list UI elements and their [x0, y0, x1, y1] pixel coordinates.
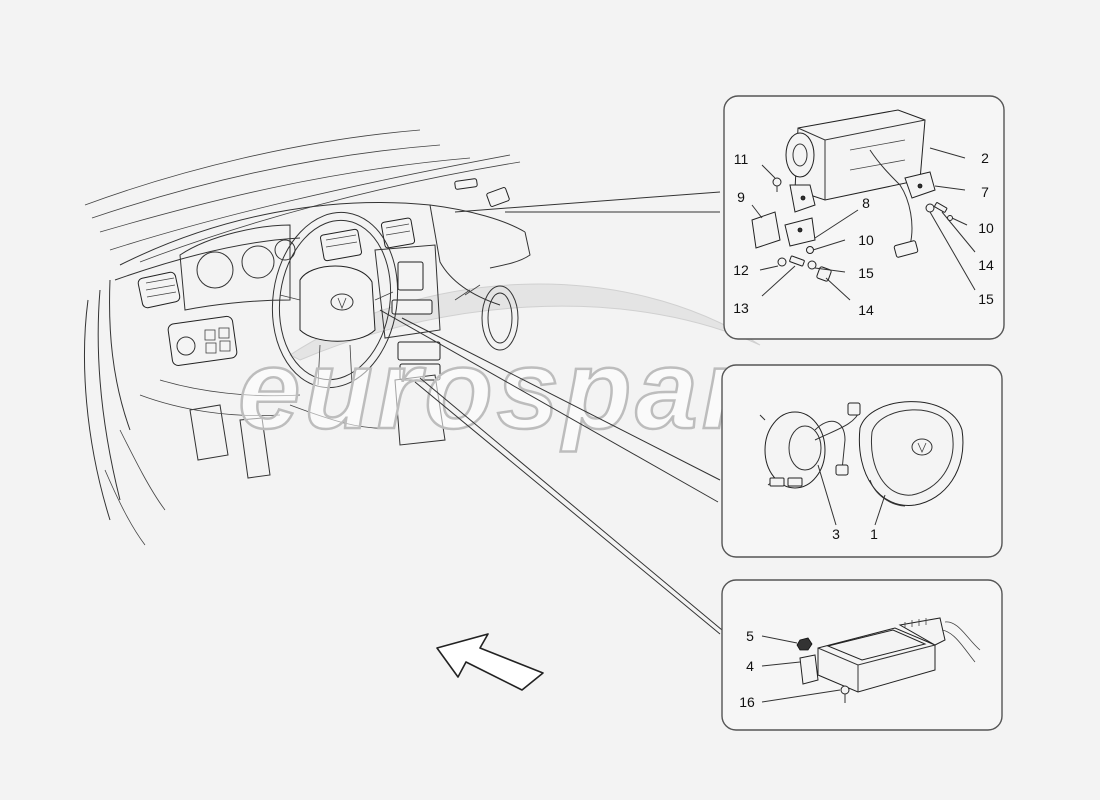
callout-13: 13: [733, 300, 749, 316]
callout-11: 11: [734, 151, 749, 167]
callout-14-right: 14: [978, 257, 994, 273]
callout-10-right: 10: [978, 220, 994, 236]
callout-16: 16: [739, 694, 755, 710]
callout-15-left: 15: [858, 265, 874, 281]
direction-arrow-icon: [436, 633, 544, 691]
callout-15-right: 15: [978, 291, 994, 307]
callout-7: 7: [981, 184, 989, 200]
callout-3: 3: [832, 526, 840, 542]
panel-control-unit: 5 4 16: [721, 579, 1003, 731]
panel-driver-airbag: 3 1: [721, 364, 1003, 558]
callout-10-left: 10: [858, 232, 874, 248]
callout-8: 8: [862, 195, 870, 211]
callout-12: 12: [733, 262, 749, 278]
callout-4: 4: [746, 658, 754, 674]
leader-lines: [379, 191, 741, 646]
callout-9: 9: [737, 189, 745, 205]
panel-passenger-airbag: 11 2 7 9 8 10 10 12 15 14 13 14 15: [723, 95, 1005, 340]
callout-5: 5: [746, 628, 754, 644]
callout-14-left: 14: [858, 302, 874, 318]
callout-1: 1: [870, 526, 878, 542]
dashboard-illustration: [84, 129, 531, 546]
callout-2: 2: [981, 150, 989, 166]
